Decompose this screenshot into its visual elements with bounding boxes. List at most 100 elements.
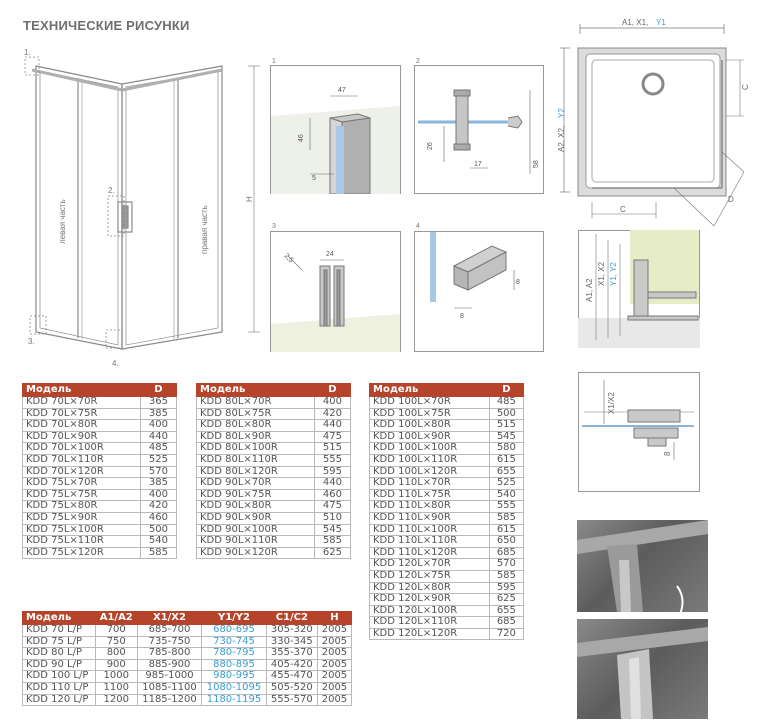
table-cell: 515 [313, 442, 352, 455]
table-cell: 2005 [316, 647, 353, 660]
table-cell: 330-345 [265, 635, 318, 649]
column-header: Модель [22, 611, 96, 625]
table-cell: KDD 80L×90R [196, 430, 315, 444]
detail-3: 3 24 2,5 [270, 223, 401, 352]
table-cell: KDD 75L×90R [22, 511, 141, 525]
callout-4: 4. [112, 359, 119, 368]
plan-c-right: C [741, 84, 750, 90]
table-cell: 680-695 [201, 624, 267, 637]
plan-view: A1, X1, Y1 A2, X2, Y2 C C D [557, 18, 750, 227]
table-cell: 2005 [316, 658, 353, 672]
table-cell: 585 [488, 569, 525, 583]
table-cell: 885-900 [136, 658, 203, 672]
table-cell: 505-520 [265, 681, 318, 695]
table-cell: 400 [313, 396, 352, 409]
table-cell: 685-700 [136, 624, 203, 637]
table-cell: 475 [313, 500, 352, 513]
table-cell: KDD 80L×70R [196, 396, 315, 409]
detail-4-dim-a: 8 [516, 279, 520, 286]
table-cell: KDD 90L×110R [196, 535, 315, 548]
table-cell: KDD 90L×120R [196, 546, 315, 560]
table-cell: KDD 100 L/P [22, 670, 96, 683]
column-header: Модель [369, 383, 490, 397]
table-cell: KDD 90L×100R [196, 523, 315, 537]
enclosure-drawing: 1. 2. 3. 4. левая часть правая часть H [24, 48, 260, 368]
left-part-label: левая часть [58, 199, 67, 244]
table-cell: 1200 [94, 693, 138, 707]
table-cell: 385 [139, 407, 178, 421]
table-cell: KDD 75L×70R [22, 477, 141, 490]
table-cell: 615 [488, 453, 525, 467]
table-cell: KDD 80L×100R [196, 442, 315, 455]
detail-4-dim-b: 8 [460, 313, 464, 320]
table-cell: KDD 120L×100R [369, 604, 490, 618]
table-cell: 400 [139, 488, 178, 502]
table-cell: 2005 [316, 624, 353, 637]
table-cell: 735-750 [136, 635, 203, 649]
table-cell: 555 [488, 500, 525, 513]
table-cell: KDD 100L×90R [369, 430, 490, 444]
column-header: A1/A2 [94, 611, 138, 625]
table-cell: 545 [313, 523, 352, 537]
callout-1: 1. [24, 48, 31, 57]
table-cell: 615 [488, 523, 525, 537]
table-cell: KDD 90L×80R [196, 500, 315, 513]
column-header: X1/X2 [136, 611, 203, 625]
column-header: D [313, 383, 352, 397]
table-cell: KDD 120L×120R [369, 627, 490, 641]
table-cell: 625 [313, 546, 352, 560]
table-cell: KDD 110L×75R [369, 488, 490, 502]
table-cell: KDD 120L×90R [369, 593, 490, 606]
column-header: D [488, 383, 525, 397]
table-cell: KDD 100L×120R [369, 465, 490, 479]
callout-3: 3. [28, 337, 35, 346]
column-header: Y1/Y2 [201, 611, 267, 625]
table-cell: KDD 70L×90R [22, 430, 141, 444]
arrow-icon [674, 585, 684, 625]
detail-1: 1 47 46 5 [270, 58, 401, 194]
column-header: H [316, 611, 353, 625]
column-header: C1/C2 [265, 611, 318, 625]
table-cell: 420 [139, 500, 178, 513]
table-cell: KDD 120L×75R [369, 569, 490, 583]
table-cell: KDD 90 L/P [22, 658, 96, 672]
section-1-a-label: A1, A2 [585, 278, 594, 302]
plan-side-label-a: A2, X2, [557, 126, 566, 152]
column-header: Модель [22, 383, 141, 397]
detail-2-number: 2 [416, 58, 420, 65]
table-cell: 785-800 [136, 647, 203, 660]
table-cell: 525 [488, 477, 525, 490]
detail-2-dim-b: 17 [474, 161, 482, 168]
table-cell: KDD 70 L/P [22, 624, 96, 637]
table-cell: 720 [488, 627, 525, 641]
table-cell: 570 [488, 558, 525, 571]
right-part-label: правая часть [200, 205, 209, 254]
table-cell: 515 [488, 419, 525, 432]
table-cell: 1080-1095 [201, 681, 267, 695]
plan-d-label: D [728, 195, 734, 204]
